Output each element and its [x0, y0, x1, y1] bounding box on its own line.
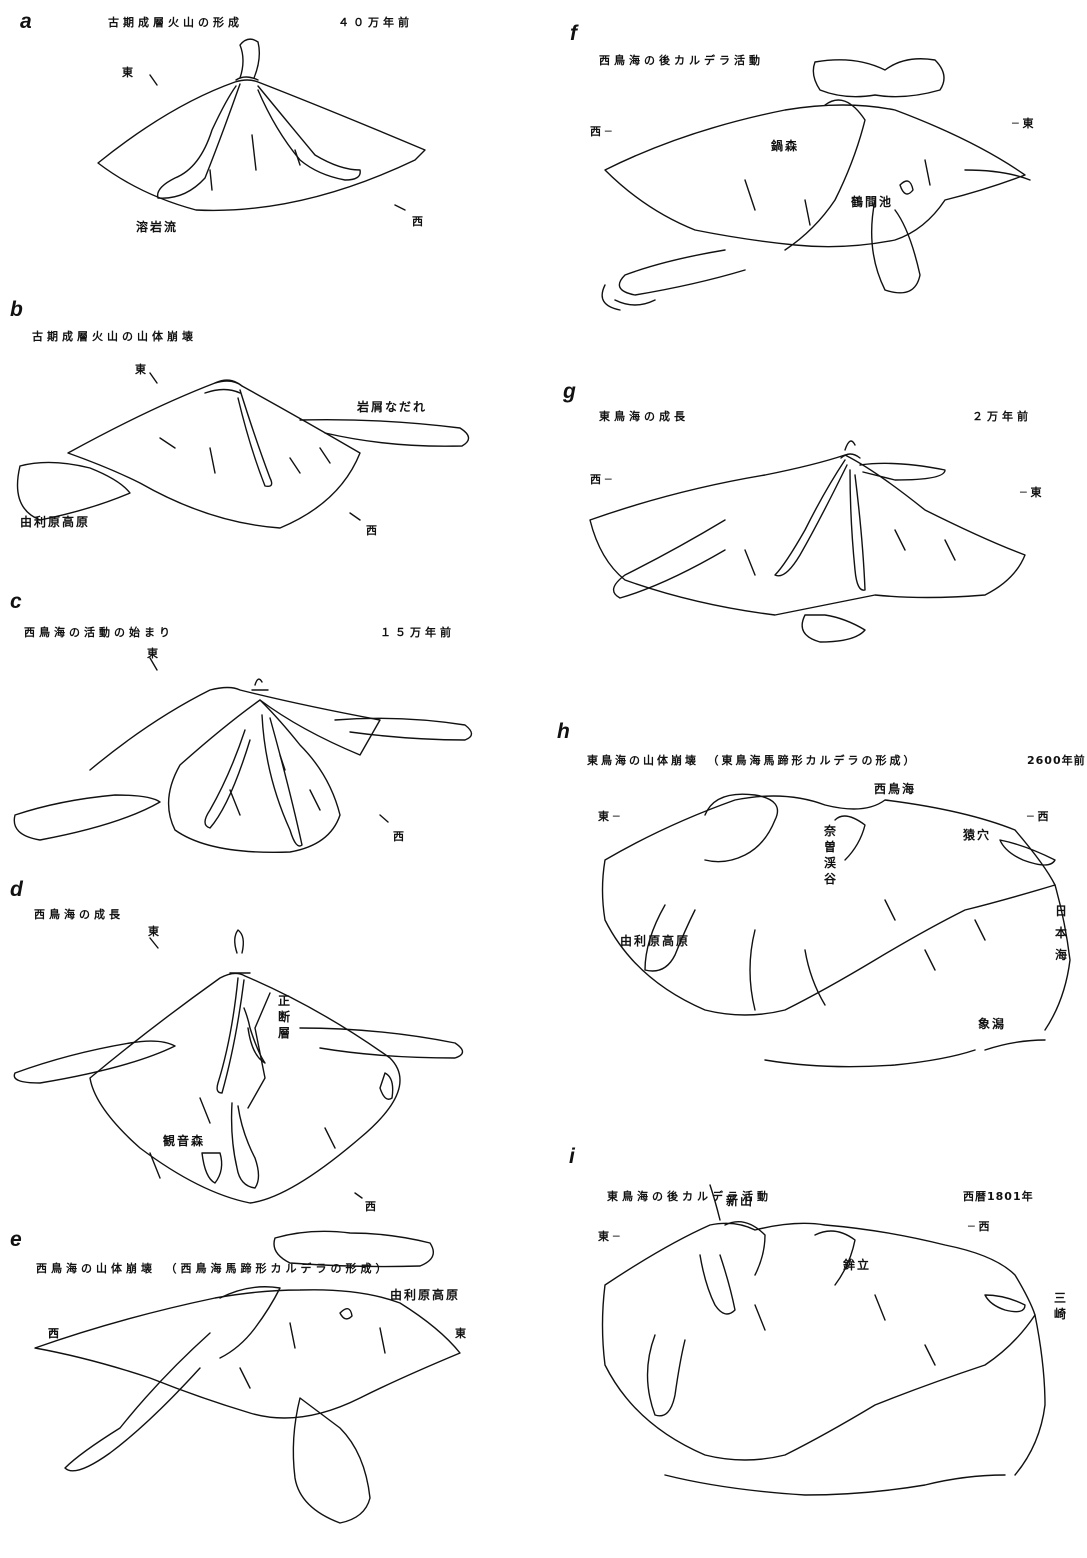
panel-h-sea-label: 日本海 — [1054, 900, 1068, 966]
panel-g: g 東鳥海の成長 ２万年前 西 ─ ─ 東 — [545, 380, 1085, 680]
panel-f-sketch — [545, 0, 1085, 340]
panel-f-nabe-label: 鍋森 — [771, 137, 799, 154]
panel-e-west-marker-text: 西 — [48, 1325, 59, 1341]
panel-h-kisakata-label: 象潟 — [978, 1015, 1006, 1032]
panel-g-west-marker: 西 ─ — [590, 471, 611, 487]
panel-h-naso-label: 奈曽渓谷 — [823, 823, 837, 887]
panel-f-west-marker: 西 ─ — [590, 123, 611, 139]
panel-e-east-marker: 東 — [455, 1325, 466, 1341]
panel-i-hokodate-label: 鉾立 — [843, 1256, 871, 1273]
panel-h-sketch — [545, 720, 1085, 1100]
panel-b-avalanche-label: 岩屑なだれ — [357, 398, 427, 415]
panel-c: c 西鳥海の活動の始まり １５万年前 東 西 — [0, 590, 540, 870]
panel-a-sketch — [0, 0, 540, 260]
panel-a-west-marker: 西 — [412, 213, 423, 229]
panel-e-sketch — [0, 1228, 540, 1558]
panel-h-saruana-label: 猿穴 — [963, 826, 991, 843]
panel-f-tsuruma-label: 鶴間池 — [851, 193, 893, 210]
panel-b-plateau-label: 由利原高原 — [20, 513, 90, 530]
panel-g-sketch — [545, 380, 1085, 680]
panel-h: h 東鳥海の山体崩壊 （東鳥海馬蹄形カルデラの形成） 2600年前 西鳥海 奈曽… — [545, 720, 1085, 1100]
panel-h-plateau-label: 由利原高原 — [620, 932, 690, 949]
panel-f: f 西鳥海の後カルデラ活動 鍋森 鶴間池 西 ─ ─ 東 — [545, 0, 1085, 340]
panel-f-east-marker: ─ 東 — [1012, 115, 1033, 131]
panel-h-nishichokai-label: 西鳥海 — [874, 780, 916, 797]
panel-i-west-marker: ─ 西 — [968, 1218, 989, 1234]
panel-i: i 東鳥海の後カルデラ活動 西暦1801年 新山 鉾立 三崎 東 ─ ─ 西 — [545, 1145, 1085, 1558]
panel-d-fault-label: 正断層 — [277, 993, 291, 1041]
panel-i-misaki-label: 三崎 — [1053, 1290, 1067, 1322]
panel-d-east-marker: 東 — [148, 923, 159, 939]
panel-d: d 西鳥海の成長 正断層 観音森 東 西 — [0, 878, 540, 1218]
panel-h-west-marker: ─ 西 — [1027, 808, 1048, 824]
panel-d-kannon-label: 観音森 — [163, 1132, 205, 1149]
panel-d-west-marker: 西 — [365, 1198, 376, 1214]
panel-b: b 古期成層火山の山体崩壊 岩屑なだれ 由利原高原 東 西 — [0, 298, 540, 568]
panel-c-sketch — [0, 590, 540, 870]
panel-a: a 古期成層火山の形成 ４０万年前 溶岩流 東 西 — [0, 0, 540, 260]
panel-i-shinzan-label: 新山 — [726, 1192, 754, 1209]
panel-c-east-marker: 東 — [147, 645, 158, 661]
panel-b-west-marker: 西 — [366, 522, 377, 538]
panel-g-east-marker: ─ 東 — [1020, 484, 1041, 500]
panel-c-west-marker: 西 — [393, 828, 404, 844]
panel-e: e 西鳥海の山体崩壊 （西鳥海馬蹄形カルデラの形成） 由利原高原 西 西 東 — [0, 1228, 540, 1558]
panel-a-lava-label: 溶岩流 — [136, 218, 178, 235]
panel-h-east-marker: 東 ─ — [598, 808, 619, 824]
panel-i-sketch — [545, 1145, 1085, 1558]
panel-e-plateau-label: 由利原高原 — [390, 1286, 460, 1303]
panel-d-sketch — [0, 878, 540, 1218]
panel-b-east-marker: 東 — [135, 361, 146, 377]
panel-i-east-marker: 東 ─ — [598, 1228, 619, 1244]
panel-a-east-marker: 東 — [122, 64, 133, 80]
